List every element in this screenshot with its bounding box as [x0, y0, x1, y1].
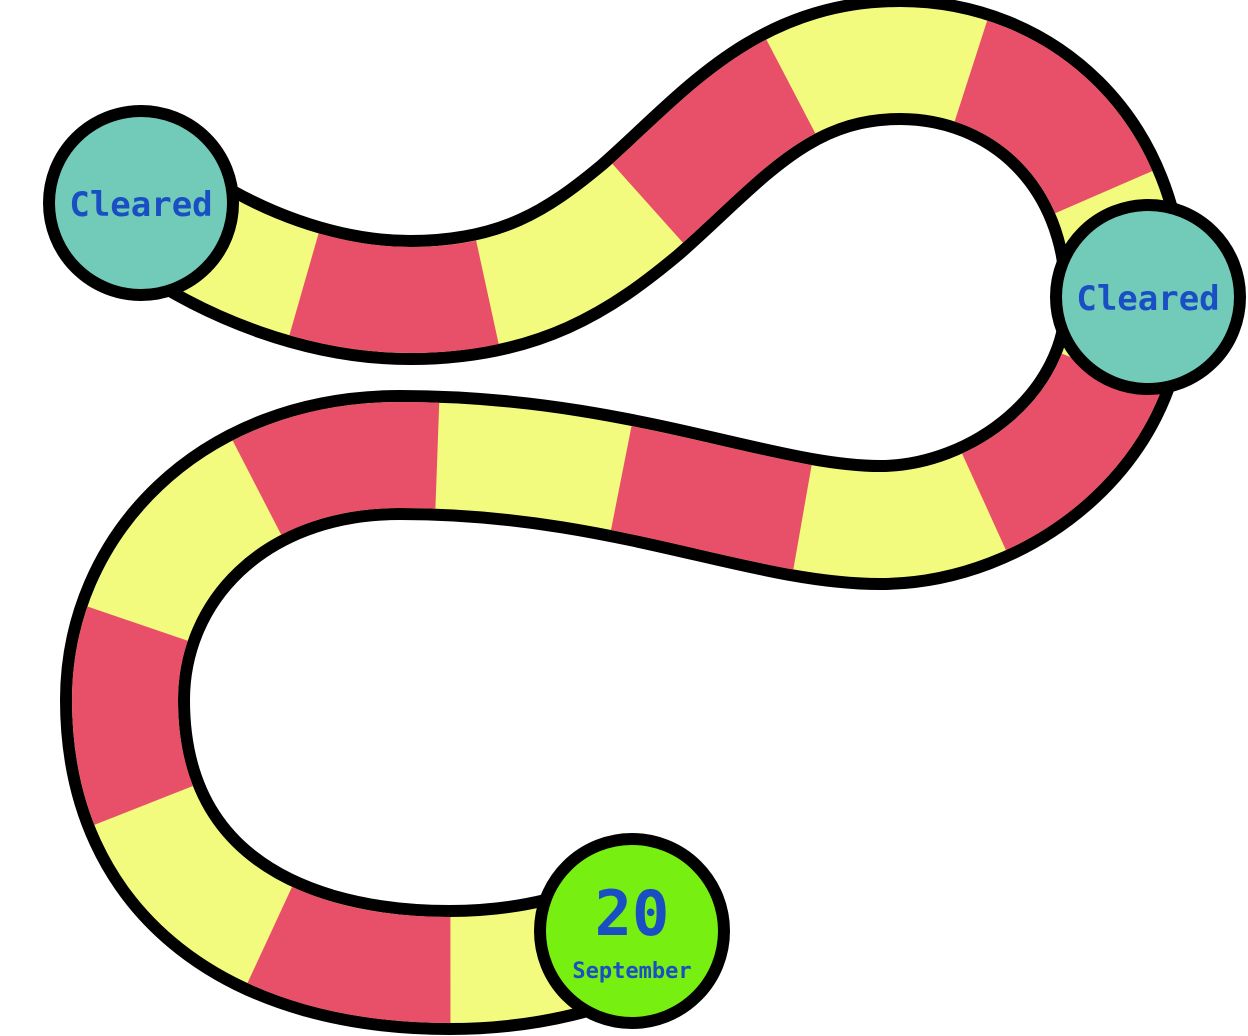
current-node[interactable]: 20 September [534, 833, 730, 1029]
current-node-circle [534, 833, 730, 1029]
middle-node[interactable]: Cleared [1050, 199, 1246, 395]
current-node-month: September [572, 959, 691, 984]
start-node-circle [43, 105, 239, 301]
start-node[interactable]: Cleared [43, 105, 239, 301]
middle-node-circle [1050, 199, 1246, 395]
start-node-label: Cleared [69, 185, 212, 225]
current-node-day: 20 [595, 877, 670, 950]
middle-node-label: Cleared [1076, 279, 1219, 319]
track-red-spaces [71, 6, 1179, 1024]
